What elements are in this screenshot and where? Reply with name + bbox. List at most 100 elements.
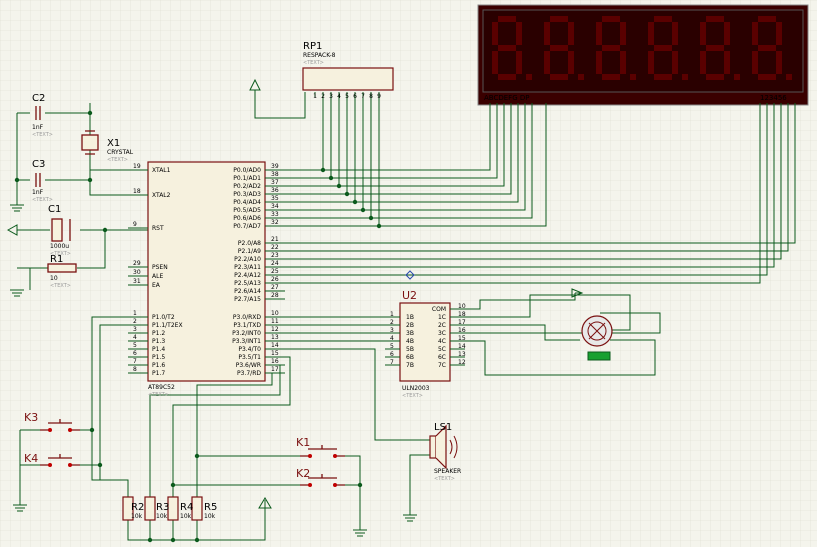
mcu-pin-name: P1.6: [152, 362, 165, 369]
c3-capacitor[interactable]: C3 1nF <TEXT>: [32, 159, 53, 203]
display-segment: [620, 22, 626, 45]
uln-pin-number: 3: [390, 327, 394, 334]
r4-resistor[interactable]: R4 10k: [180, 502, 193, 520]
uln-pin-number: 5: [390, 343, 394, 350]
mcu-pin-number: 27: [271, 284, 279, 291]
mcu-pin-number: 21: [271, 236, 279, 243]
ls1-speaker[interactable]: LS1 SPEAKER <TEXT>: [429, 422, 461, 482]
mcu-pin-number: 19: [133, 163, 141, 170]
r1-ref: R1: [50, 254, 63, 265]
mcu-pin-number: 1: [133, 310, 137, 317]
r5-value: 10k: [204, 513, 216, 520]
mcu-at89c52[interactable]: 19XTAL118XTAL29RST29PSEN30ALE31EA1P1.0/T…: [128, 161, 285, 398]
display-segment: [568, 51, 574, 74]
power-arrows: [6, 78, 584, 509]
seven-segment-display[interactable]: ABCDEFG DP 123456: [477, 4, 809, 106]
mcu-pin-number: 29: [133, 260, 141, 267]
mcu-pin-number: 26: [271, 276, 279, 283]
mcu-pin-name: P3.1/TXD: [233, 322, 261, 329]
display-decimal-point: [682, 74, 688, 80]
mcu-pin-name: P2.0/A8: [238, 240, 261, 247]
rp1-pin-number: 9: [377, 93, 381, 100]
mcu-pin-number: 31: [133, 278, 141, 285]
mcu-right-pins: 39P0.0/AD038P0.1/AD137P0.2/AD236P0.3/AD3…: [232, 163, 285, 377]
uln-pin-name: 2C: [438, 322, 446, 329]
c1-value: 1000u: [50, 243, 69, 250]
k1-button[interactable]: K1: [296, 436, 310, 449]
mcu-pin-name: P0.7/AD7: [233, 223, 261, 230]
ls1-text: <TEXT>: [434, 476, 455, 482]
mcu-pin-name: PSEN: [152, 264, 168, 271]
mcu-pin-number: 14: [271, 342, 279, 349]
r2-ref: R2: [131, 502, 144, 513]
button-terminals: [48, 428, 337, 487]
r1-resistor[interactable]: R1 10 <TEXT>: [50, 254, 71, 289]
r2-resistor[interactable]: R2 10k: [131, 502, 144, 520]
mcu-pin-number: 23: [271, 252, 279, 259]
display-segment: [498, 45, 516, 51]
x1-crystal[interactable]: X1 CRYSTAL <TEXT>: [107, 138, 134, 163]
mcu-pin-name: P2.4/A12: [234, 272, 261, 279]
rp1-pin-number: 5: [345, 93, 349, 100]
mcu-text: <TEXT>: [148, 392, 169, 398]
mcu-pin-name: P3.5/T1: [238, 354, 261, 361]
mcu-pin-number: 15: [271, 350, 279, 357]
x1-text: <TEXT>: [107, 157, 128, 163]
display-segment: [776, 22, 782, 45]
stepper-motor[interactable]: [581, 315, 613, 361]
mcu-pin-number: 9: [133, 221, 137, 228]
display-decimal-point: [526, 74, 532, 80]
display-digit: [596, 16, 636, 80]
mcu-pin-name: P3.2/INT0: [232, 330, 261, 337]
display-digit: [492, 16, 532, 80]
k2-button[interactable]: K2: [296, 467, 310, 480]
display-segment: [672, 51, 678, 74]
mcu-pin-name: P3.4/T0: [238, 346, 261, 353]
mcu-pin-name: RST: [152, 225, 164, 232]
display-segment: [498, 74, 516, 80]
display-digit: [752, 16, 792, 80]
display-decimal-point: [630, 74, 636, 80]
display-segment: [516, 22, 522, 45]
display-segment-label: ABCDEFG DP: [484, 94, 529, 102]
wires: [16, 90, 796, 541]
r4-value: 10k: [180, 513, 192, 520]
uln-pin-number: 14: [458, 343, 466, 350]
display-digit: [648, 16, 688, 80]
rp1-pin-number: 2: [321, 93, 325, 100]
mcu-pin-name: XTAL1: [152, 167, 171, 174]
mcu-pin-name: P0.6/AD6: [233, 215, 261, 222]
mcu-pin-name: P3.0/RXD: [233, 314, 261, 321]
mcu-pin-number: 25: [271, 268, 279, 275]
uln-pin-name: 5B: [406, 346, 414, 353]
mcu-pin-name: P0.4/AD4: [233, 199, 261, 206]
mcu-pin-number: 37: [271, 179, 279, 186]
k3-button[interactable]: K3: [24, 411, 38, 424]
rp1-pin-number: 6: [353, 93, 357, 100]
r3-resistor[interactable]: R3 10k: [156, 502, 169, 520]
r3-value: 10k: [156, 513, 168, 520]
mcu-pin-name: EA: [152, 282, 161, 289]
k4-button[interactable]: K4: [24, 452, 38, 465]
r5-resistor[interactable]: R5 10k: [204, 502, 217, 520]
r1-value: 10: [50, 275, 58, 282]
c1-capacitor[interactable]: C1 1000u <TEXT>: [48, 204, 71, 257]
mcu-pin-number: 16: [271, 358, 279, 365]
probe-marker[interactable]: [405, 270, 415, 280]
display-digit: [700, 16, 740, 80]
display-segment: [516, 51, 522, 74]
mcu-pin-number: 35: [271, 195, 279, 202]
display-decimal-point: [786, 74, 792, 80]
uln-pin-number: 10: [458, 303, 466, 310]
mcu-left-pins: 19XTAL118XTAL29RST29PSEN30ALE31EA1P1.0/T…: [128, 163, 183, 377]
mcu-pin-number: 32: [271, 219, 279, 226]
uln-pin-number: 13: [458, 351, 466, 358]
display-segment: [550, 16, 568, 22]
c2-capacitor[interactable]: C2 1nF <TEXT>: [32, 93, 53, 138]
display-segment: [706, 16, 724, 22]
